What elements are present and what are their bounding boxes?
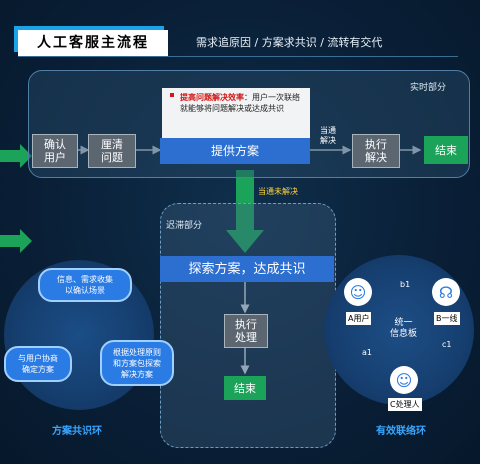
- link-a1-label: a1: [362, 348, 372, 357]
- resolved-label-line-1: 当通: [320, 126, 336, 135]
- execute-resolve-box: 执行 解决: [352, 134, 400, 168]
- collect-info-bubble: 信息、需求收集 以确认场景: [38, 268, 132, 302]
- link-c1-label: c1: [442, 340, 452, 349]
- execute-resolve-line-2: 解决: [365, 151, 387, 164]
- resolved-label-line-2: 解决: [320, 136, 336, 145]
- execute-process-line-1: 执行: [235, 318, 257, 331]
- user-avatar-icon: ☺: [344, 278, 372, 306]
- realtime-label: 实时部分: [410, 83, 447, 93]
- confirm-user-box: 确认 用户: [32, 134, 78, 168]
- clarify-issue-line-2: 问题: [101, 151, 123, 164]
- negotiate-line-2: 确定方案: [22, 365, 54, 374]
- explore-plan-line-2: 和方案包探索: [113, 358, 161, 368]
- negotiate-line-1: 与用户协商: [18, 354, 58, 363]
- delayed-label: 迟滞部分: [166, 221, 203, 231]
- handler-c-label: C处理人: [388, 398, 422, 411]
- confirm-user-line-1: 确认: [44, 138, 66, 151]
- note-bullet-icon: [170, 93, 174, 97]
- unresolved-label: 当通未解决: [258, 187, 298, 196]
- info-board-label: 统一 信息板: [390, 318, 417, 340]
- resolved-label: 当通 解决: [320, 126, 336, 146]
- green-down-arrow: [226, 170, 264, 253]
- left-green-arrow-top: [0, 144, 32, 168]
- info-board-line-1: 统一: [394, 318, 413, 328]
- execute-process-line-2: 处理: [235, 331, 257, 344]
- consensus-ring-caption: 方案共识环: [52, 426, 102, 437]
- collect-info-line-1: 信息、需求收集: [57, 275, 113, 284]
- efficiency-note: 提高问题解决效率：用户一次联络就能够将问题解决或达成共识: [162, 88, 310, 138]
- delayed-end-box: 结束: [224, 376, 266, 400]
- info-board-line-2: 信息板: [390, 329, 418, 339]
- realtime-end-box: 结束: [424, 136, 468, 164]
- explore-solution-box: 探索方案，达成共识: [160, 256, 334, 282]
- negotiate-bubble: 与用户协商 确定方案: [4, 346, 72, 382]
- execute-process-box: 执行 处理: [224, 314, 268, 348]
- clarify-issue-box: 厘清 问题: [88, 134, 136, 168]
- explore-plan-line-3: 解决方案: [121, 369, 153, 379]
- page-title: 人工客服主流程: [18, 30, 168, 56]
- note-highlight: 提高问题解决效率: [180, 93, 244, 102]
- header-divider: [18, 56, 458, 57]
- collect-info-line-2: 以确认场景: [65, 286, 105, 295]
- link-b1-label: b1: [400, 280, 411, 289]
- handler-avatar-icon: ☺: [390, 366, 418, 394]
- explore-plan-line-1: 根据处理原则: [113, 347, 161, 357]
- user-a-label: A用户: [346, 312, 372, 325]
- page-subtitle: 需求追原因 / 方案求共识 / 流转有交代: [196, 36, 383, 49]
- line-b-label: B一线: [434, 312, 460, 325]
- confirm-user-line-2: 用户: [44, 151, 66, 164]
- clarify-issue-line-1: 厘清: [101, 138, 123, 151]
- agent-avatar-icon: ☊: [432, 278, 460, 306]
- provide-solution-box: 提供方案: [160, 138, 310, 164]
- execute-resolve-line-1: 执行: [365, 138, 387, 151]
- contact-ring-caption: 有效联络环: [376, 426, 426, 437]
- left-green-arrow-bottom: [0, 229, 32, 253]
- note-text: ：用户一次联络就能够将问题解决或达成共识: [180, 93, 300, 113]
- explore-plan-bubble: 根据处理原则 和方案包探索 解决方案: [100, 340, 174, 386]
